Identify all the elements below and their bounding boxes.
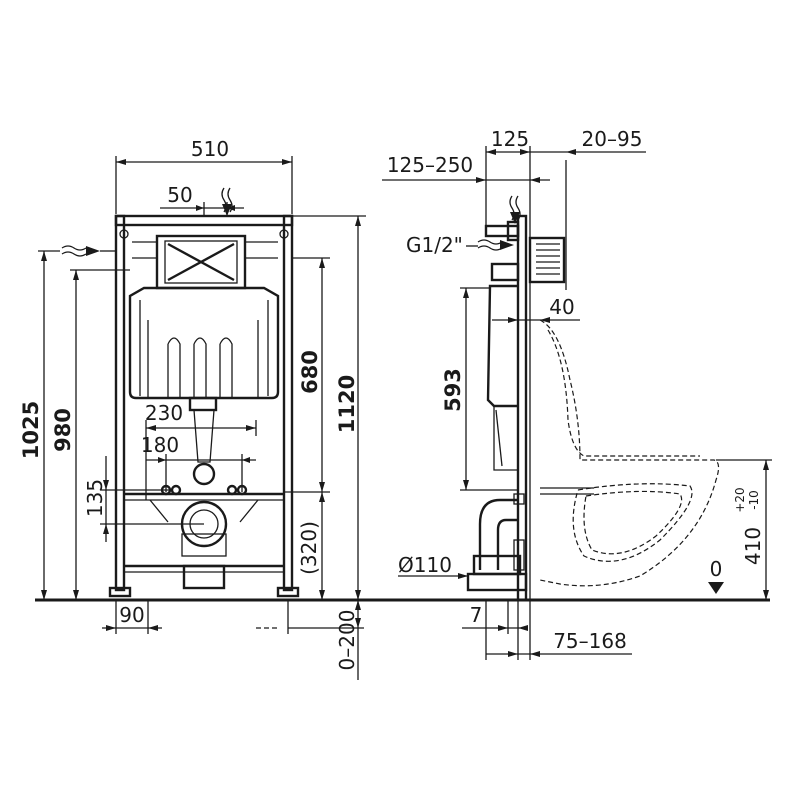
dim-g12: G1/2" (406, 233, 463, 257)
front-view: 510 50 1025 980 230 180 (19, 137, 366, 680)
dim-20-95: 20–95 (582, 127, 643, 151)
frame-left-post (114, 214, 126, 592)
side-flush-plate (528, 236, 566, 284)
dim-410-tol-lower: -10 (747, 490, 761, 510)
dim-90: 90 (119, 603, 144, 627)
dim-d110: Ø110 (398, 553, 452, 577)
side-frame-post (516, 214, 528, 602)
dim-510: 510 (191, 137, 229, 161)
dim-135: 135 (83, 479, 107, 517)
dim-593: 593 (441, 368, 465, 412)
dim-320: (320) (297, 521, 321, 575)
dim-125-250: 125–250 (387, 153, 473, 177)
dim-1025: 1025 (19, 401, 43, 459)
dim-zero: 0 (710, 557, 723, 581)
wc-bowl-outline (539, 319, 720, 587)
dim-7: 7 (470, 603, 483, 627)
frame-right-foot (276, 586, 300, 598)
side-view: 125 125–250 20–95 G1/2" 40 593 410 +20 (382, 127, 772, 660)
dim-180: 180 (141, 433, 179, 457)
frame-top-rail (114, 214, 294, 227)
dim-410-tol-upper: +20 (733, 487, 747, 512)
dim-980: 980 (51, 408, 75, 452)
side-waste-pipe (478, 498, 518, 570)
dim-230: 230 (145, 401, 183, 425)
dim-1120: 1120 (335, 375, 359, 433)
dim-40: 40 (549, 295, 574, 319)
dim-125: 125 (491, 127, 529, 151)
dim-75-168: 75–168 (553, 629, 627, 653)
dim-0-200: 0–200 (335, 610, 359, 671)
cistern-body (128, 286, 280, 400)
frame-right-post (282, 214, 294, 592)
dim-680: 680 (298, 350, 322, 394)
dim-410: 410 (741, 527, 765, 565)
side-cistern (486, 284, 518, 408)
frame-left-foot (108, 586, 132, 598)
dim-50: 50 (167, 183, 192, 207)
